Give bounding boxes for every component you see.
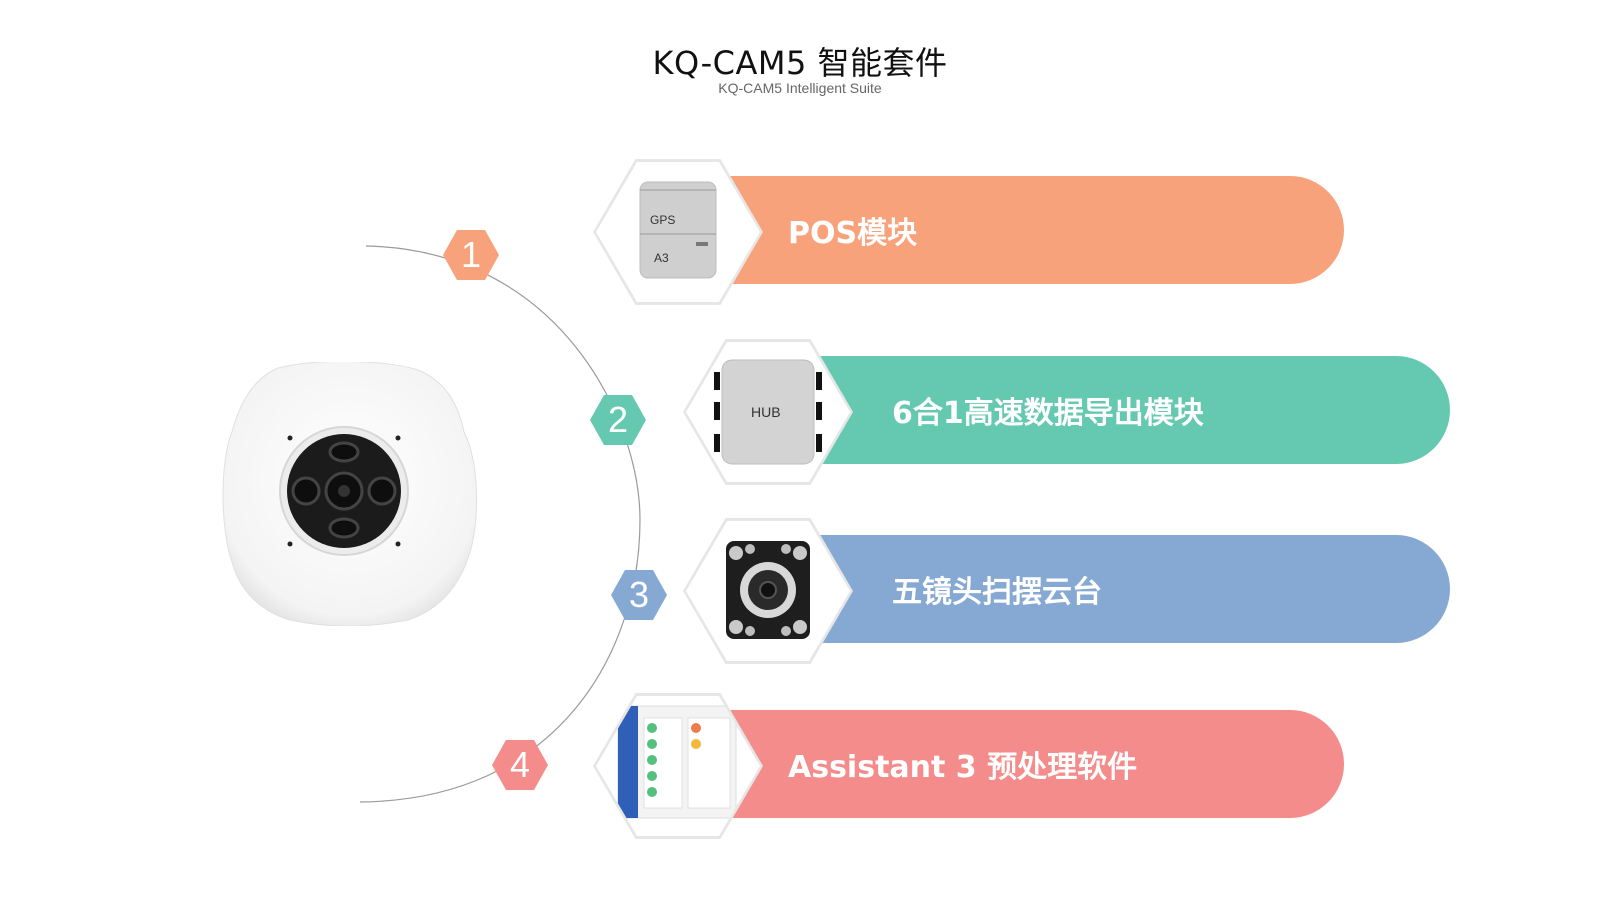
feature-pill-hub: 6合1高速数据导出模块 — [810, 356, 1450, 464]
page-subtitle: KQ-CAM5 Intelligent Suite — [718, 80, 882, 96]
svg-text:GPS: GPS — [650, 213, 675, 227]
feature-pill-pos: POS模块 — [722, 176, 1344, 284]
step-1-badge: 1 — [443, 230, 499, 280]
feature-pill-software: Assistant 3 预处理软件 — [722, 710, 1344, 818]
feature-label: POS模块 — [788, 216, 918, 251]
feature-pill-gimbal: 五镜头扫摆云台 — [810, 535, 1450, 643]
svg-text:A3: A3 — [654, 251, 669, 265]
feature-label: Assistant 3 预处理软件 — [788, 750, 1138, 785]
page-title: KQ-CAM5 智能套件 — [652, 44, 948, 82]
five-lens-camera-icon — [222, 362, 477, 626]
svg-text:HUB: HUB — [751, 404, 781, 420]
feature-label: 6合1高速数据导出模块 — [892, 396, 1204, 431]
feature-label: 五镜头扫摆云台 — [892, 575, 1102, 610]
